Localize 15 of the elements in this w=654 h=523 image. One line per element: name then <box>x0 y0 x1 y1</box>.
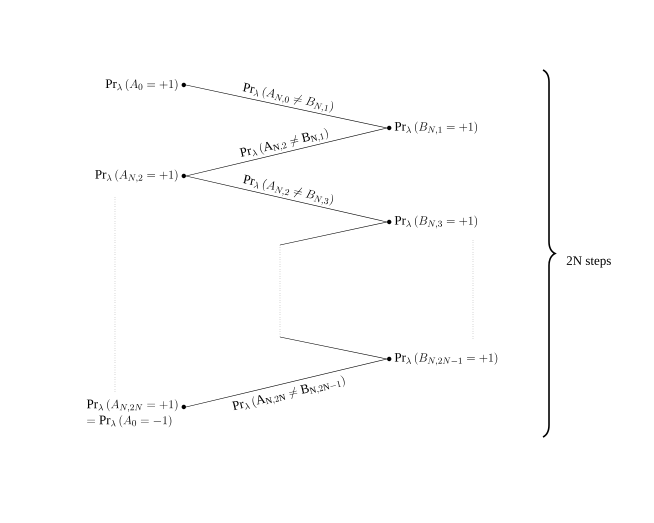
connector-line <box>186 128 388 176</box>
step-count: 2N steps <box>566 256 611 268</box>
probability-label: $\mathrm{Pr}_\lambda\,(B_{N,2N-1} = +1)$ <box>387 352 498 366</box>
edge-label: $\mathrm{Pr}_\lambda\,(A_{N,2} \neq B_{N,3})$ <box>242 174 334 206</box>
probability-label: $\mathrm{Pr}_\lambda\,(A_{N,2} = +1)$ <box>95 170 186 182</box>
connector-line <box>280 222 388 246</box>
probability-label: $\mathrm{Pr}_\lambda\,(B_{N,1} = +1)$ <box>387 122 478 134</box>
probability-label: $\mathrm{Pr}_\lambda\,(A_0 = +1)$ <box>106 79 186 91</box>
edge-label: $\mathrm{Pr}_\lambda\,(\mathrm{A}_{\mathrm{N},2} \neq \mathrm{B}_{\mathrm{N},1})$ <box>239 128 328 157</box>
probability-label: $\mathrm{Pr}_\lambda\,(B_{N,3} = +1)$ <box>387 216 478 228</box>
connector-line <box>186 84 388 128</box>
connector-line <box>280 336 388 360</box>
edge-label: $\mathrm{Pr}_\lambda\,(A_{N,0} \neq B_{N,1})$ <box>242 82 334 113</box>
connector-line <box>186 176 388 222</box>
probability-label: $\mathrm{Pr}_\lambda\,(A_{N,2N} = +1)$ $= \mathrm{Pr}_\lambda\,(A_0 = -1)$ <box>86 399 186 428</box>
